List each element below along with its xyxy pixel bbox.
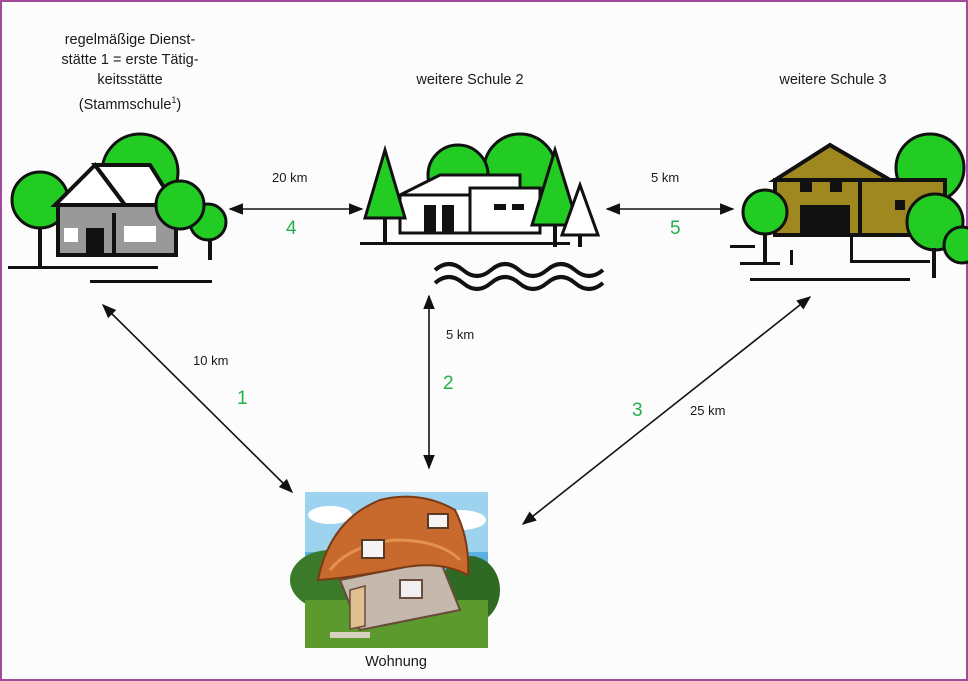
route-3-distance: 25 km	[690, 403, 726, 418]
school-1-label-line-2: stätte 1 = erste Tätig-	[61, 52, 199, 68]
route-3-arrow	[521, 296, 812, 525]
route-4-distance: 20 km	[272, 170, 308, 185]
school-2-icon	[360, 132, 605, 291]
home-picture	[290, 492, 500, 648]
school-1-icon	[8, 132, 228, 283]
route-5-number: 5	[670, 218, 681, 239]
route-2-number: 2	[443, 373, 454, 394]
home-label: Wohnung	[365, 654, 427, 670]
school-1-label-line-4: (Stammschule1)	[40, 90, 220, 115]
footnote-marker: 1	[171, 95, 177, 105]
route-1-distance: 10 km	[193, 353, 229, 368]
school-1-label-line-3: keitsstätte	[97, 72, 163, 88]
school-2-label: weitere Schule 2	[416, 72, 524, 88]
route-1-number: 1	[237, 388, 248, 409]
school-3-label: weitere Schule 3	[779, 72, 887, 88]
route-4-number: 4	[286, 218, 297, 239]
school-1-label-line-1: regelmäßige Dienst-	[64, 32, 196, 48]
school-1-label: regelmäßige Dienst- stätte 1 = erste Tät…	[40, 30, 220, 115]
route-1-arrow	[101, 303, 294, 494]
route-2-distance: 5 km	[446, 327, 475, 342]
route-5-distance: 5 km	[651, 170, 680, 185]
route-3-number: 3	[632, 400, 643, 421]
school-1-label-main: (Stammschule	[78, 97, 172, 113]
school-3-icon	[730, 132, 968, 281]
school-1-label-close: )	[176, 97, 182, 113]
